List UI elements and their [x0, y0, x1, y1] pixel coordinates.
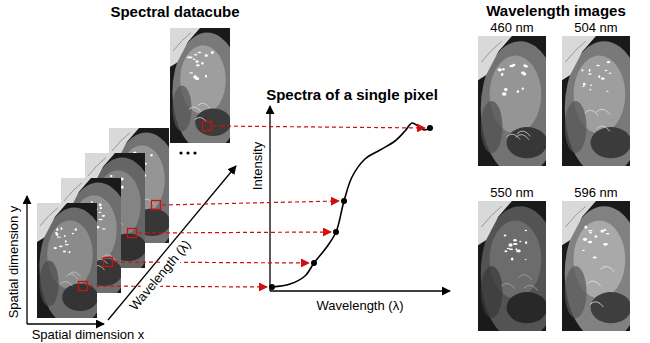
axis-label: Spatial dimension x	[32, 328, 145, 341]
wavelength-panel: 504 nm	[562, 20, 630, 166]
sample-point	[311, 260, 317, 266]
ellipsis-dot	[193, 151, 196, 154]
projection-arrow	[114, 262, 309, 263]
spectrum-curve	[272, 123, 430, 287]
axis-label: Wavelength (λ)	[317, 299, 404, 312]
sample-point	[269, 284, 275, 290]
tissue-image	[37, 203, 97, 318]
tissue-image	[562, 36, 630, 166]
wavelength-image	[478, 201, 546, 331]
wavelength-panel: 550 nm	[478, 185, 546, 331]
tissue-image	[478, 201, 546, 331]
wavelength-label: 596 nm	[562, 185, 630, 201]
pixel-marker	[79, 282, 88, 291]
axis-arrow	[26, 196, 27, 324]
projection-arrow	[213, 126, 425, 128]
wavelength-image	[478, 36, 546, 166]
sample-point	[341, 198, 347, 204]
section-heading: Wavelength images	[486, 3, 625, 18]
axis-arrow	[270, 290, 450, 291]
axis-label: Spatial dimension y	[7, 206, 20, 319]
wavelength-image	[562, 36, 630, 166]
wavelength-label: 460 nm	[478, 20, 546, 36]
axis-label: Wavelength (λ)	[125, 235, 195, 314]
tissue-image	[478, 36, 546, 166]
ellipsis-dot	[179, 151, 182, 154]
sample-point	[333, 229, 339, 235]
axis-arrow	[27, 323, 104, 324]
pixel-marker	[152, 201, 161, 210]
pixel-marker	[203, 122, 212, 131]
tissue-image	[562, 201, 630, 331]
wavelength-label: 550 nm	[478, 185, 546, 201]
projection-arrow	[89, 286, 267, 287]
section-heading: Spectra of a single pixel	[266, 87, 438, 102]
wavelength-arrow	[108, 166, 236, 320]
sample-point	[427, 125, 433, 131]
projection-arrow	[138, 232, 331, 233]
wavelength-panel: 460 nm	[478, 20, 546, 166]
pixel-marker	[128, 229, 137, 238]
wavelength-image	[562, 201, 630, 331]
pixel-marker	[104, 258, 113, 267]
projection-arrow	[162, 201, 339, 205]
ellipsis-dot	[186, 151, 189, 154]
wavelength-panel: 596 nm	[562, 185, 630, 331]
axis-label: Intensity	[250, 140, 265, 192]
section-heading: Spectral datacube	[110, 4, 239, 19]
wavelength-label: 504 nm	[562, 20, 630, 36]
